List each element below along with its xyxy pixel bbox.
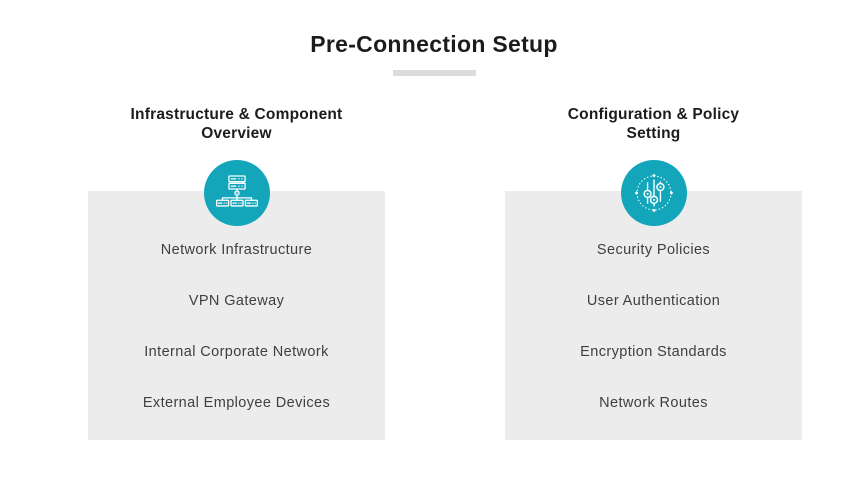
- configuration-panel: Security Policies User Authentication En…: [505, 191, 802, 440]
- title-underline: [393, 70, 476, 76]
- column-infrastructure: Infrastructure & Component Overview: [88, 105, 385, 440]
- list-item: Network Routes: [599, 395, 708, 411]
- column-header-line1: Configuration & Policy: [567, 106, 740, 123]
- list-item: Security Policies: [596, 242, 711, 258]
- column-header-line1: Infrastructure & Component: [130, 106, 343, 123]
- column-configuration: Configuration & Policy Setting: [505, 105, 802, 440]
- list-item: User Authentication: [586, 293, 721, 309]
- list-item: External Employee Devices: [142, 395, 331, 411]
- network-servers-icon: [203, 160, 270, 226]
- sliders-icon: [620, 160, 687, 226]
- column-header-line2: Setting: [626, 125, 681, 142]
- infrastructure-panel: Network Infrastructure VPN Gateway Inter…: [88, 191, 385, 440]
- column-header-line2: Overview: [201, 125, 272, 142]
- column-header-configuration: Configuration & Policy Setting: [568, 105, 739, 143]
- column-header-infrastructure: Infrastructure & Component Overview: [131, 105, 343, 143]
- page-title: Pre-Connection Setup: [310, 31, 558, 57]
- list-item: VPN Gateway: [188, 293, 285, 309]
- list-item: Encryption Standards: [580, 344, 727, 360]
- list-item: Network Infrastructure: [160, 242, 313, 258]
- list-item: Internal Corporate Network: [144, 344, 329, 360]
